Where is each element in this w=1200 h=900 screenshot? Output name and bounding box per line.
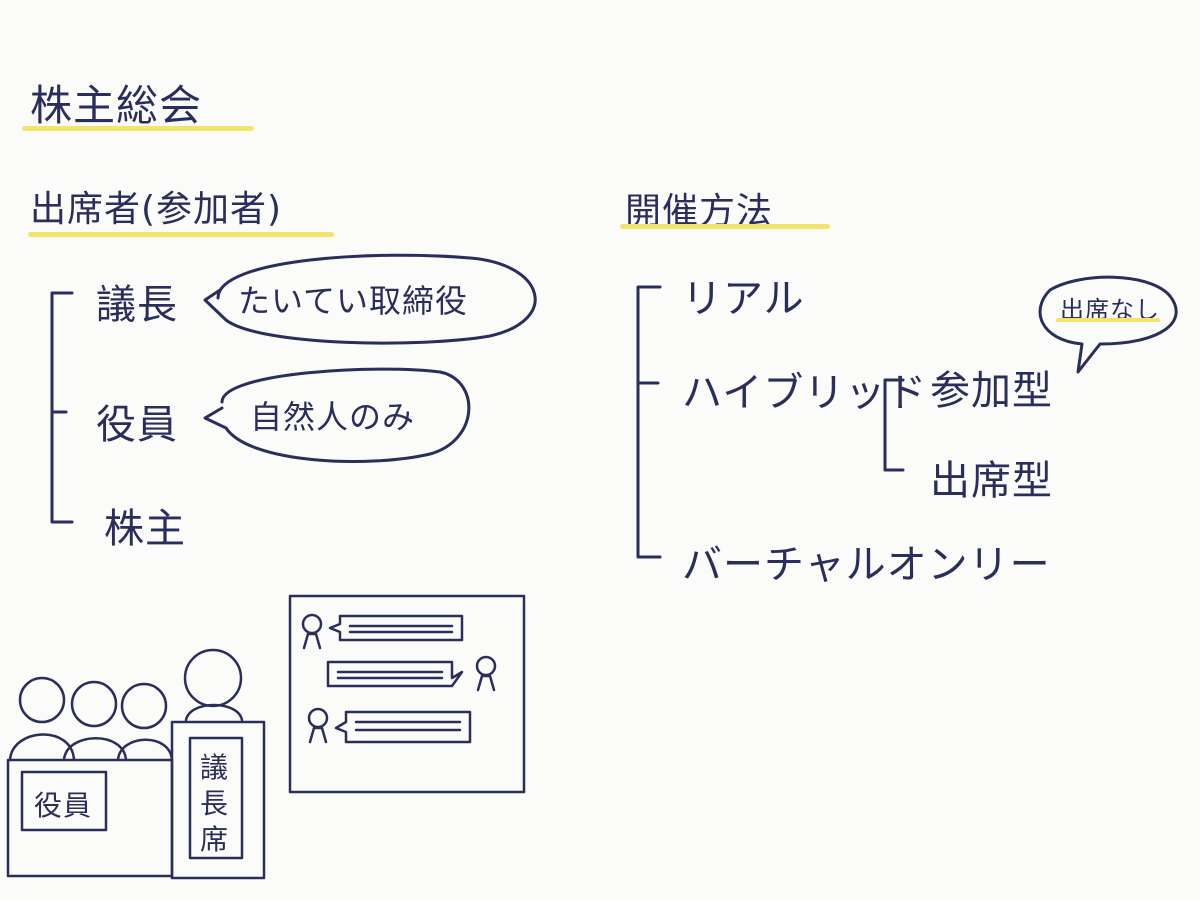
chair-podium (170, 720, 266, 880)
attendees-heading-highlight (28, 232, 334, 237)
chat-bubble-2 (326, 660, 464, 688)
participation-note-highlight (1056, 318, 1160, 322)
officer-head-2 (70, 680, 118, 728)
hybrid-type-attendance: 出席型 (930, 458, 1053, 504)
chair-sign-board (188, 736, 244, 860)
method-real: リアル (682, 276, 805, 322)
officer-head-1 (18, 676, 66, 724)
attendee-officer: 役員 (96, 402, 178, 448)
chair-note-bubble (203, 253, 537, 345)
officer-note: 自然人のみ (250, 398, 416, 436)
screen-avatar-3-head (307, 707, 329, 729)
officer-note-bubble (203, 367, 471, 463)
screen-avatar-3-body (308, 726, 328, 744)
screen-avatar-2-body (476, 674, 496, 692)
chair-sign-2: 長 (200, 787, 230, 820)
page-title: 株主総会 (30, 81, 203, 130)
chair-head (183, 648, 243, 708)
attendees-heading: 出席者(参加者) (30, 189, 283, 230)
method-virtual-only: バーチャルオンリー (682, 542, 1051, 588)
title-highlight (22, 126, 254, 131)
hybrid-type-participation: 参加型 (930, 368, 1053, 414)
screen-avatar-1-body (302, 632, 322, 650)
hybrid-bracket (883, 378, 905, 472)
chair-sign-3: 席 (200, 823, 230, 856)
officer-body-3 (116, 738, 174, 762)
chat-bubble-3 (334, 710, 472, 744)
chat-lines-1 (348, 624, 454, 634)
attendee-chair: 議長 (96, 282, 178, 328)
screen-avatar-2-head (475, 655, 497, 677)
chair-note: たいてい取締役 (238, 282, 469, 320)
chat-bubble-1 (328, 614, 464, 642)
chat-lines-3 (354, 720, 462, 732)
method-hybrid: ハイブリッド (682, 370, 928, 416)
attendees-bracket (50, 291, 74, 524)
officer-body-1 (8, 733, 76, 762)
participation-note-bubble (1038, 275, 1178, 374)
chair-body (184, 703, 244, 722)
attendee-shareholder: 株主 (104, 506, 186, 552)
officer-sign: 役員 (34, 789, 93, 822)
methods-heading-highlight (620, 224, 830, 229)
chair-sign-1: 議 (200, 751, 230, 784)
chat-lines-2 (336, 670, 444, 680)
online-screen (288, 594, 526, 794)
officer-sign-board (20, 770, 108, 832)
officer-body-2 (62, 737, 128, 762)
officer-head-3 (120, 682, 168, 730)
methods-bracket (636, 285, 662, 559)
screen-avatar-1-head (301, 613, 323, 635)
